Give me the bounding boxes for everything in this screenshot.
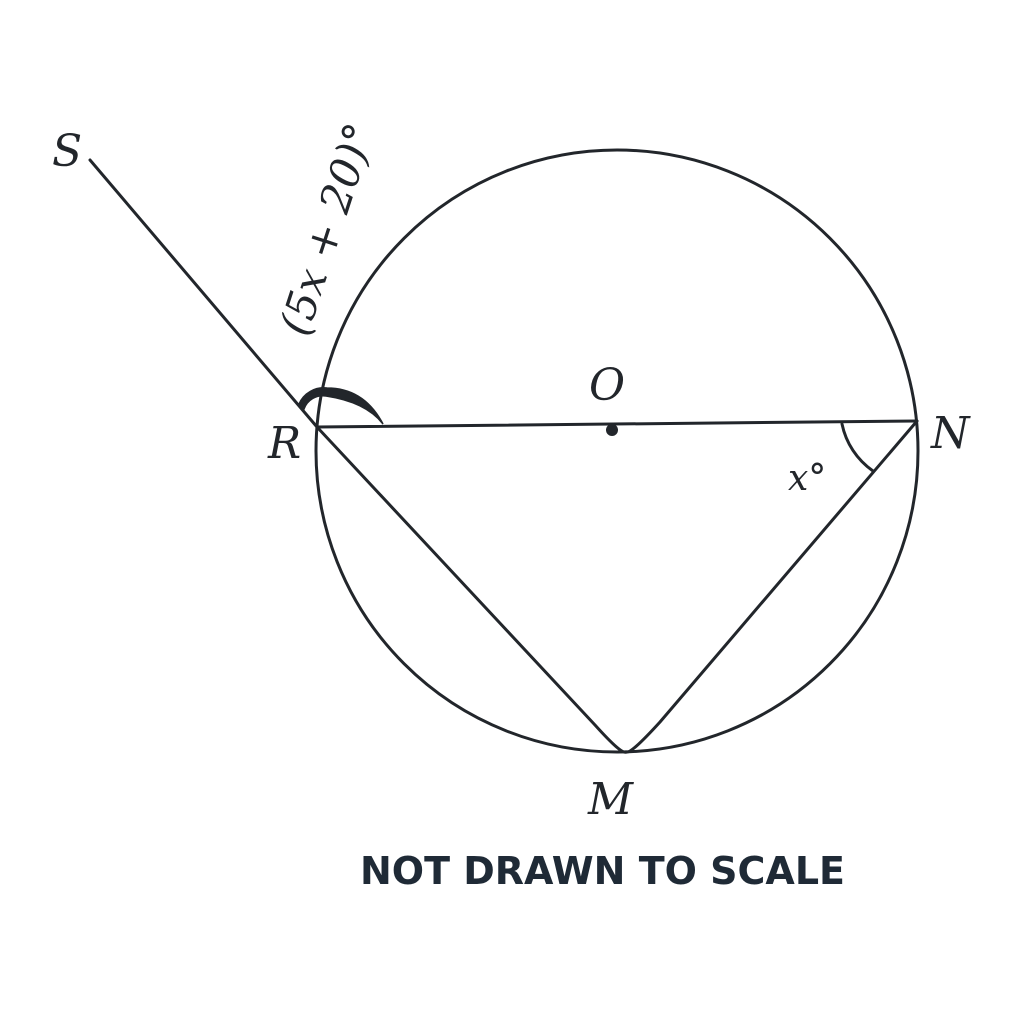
not-to-scale-note: NOT DRAWN TO SCALE xyxy=(360,849,845,893)
center-point-O xyxy=(606,424,618,436)
chord-NM xyxy=(624,419,919,754)
point-label-S: S xyxy=(52,126,82,177)
angle-label-N: x° xyxy=(788,458,826,499)
chord-RM xyxy=(315,425,628,754)
point-label-R: R xyxy=(267,418,301,469)
diameter-RN xyxy=(315,419,919,429)
angle-arc-R xyxy=(298,387,384,425)
angle-label-exterior-R: (5x + 20)° xyxy=(270,117,384,341)
circle xyxy=(314,148,920,754)
angle-arc-N xyxy=(840,422,875,473)
point-label-N: N xyxy=(930,408,971,459)
point-label-O: O xyxy=(589,360,625,411)
ray-RS xyxy=(88,158,319,429)
point-label-M: M xyxy=(587,774,634,825)
